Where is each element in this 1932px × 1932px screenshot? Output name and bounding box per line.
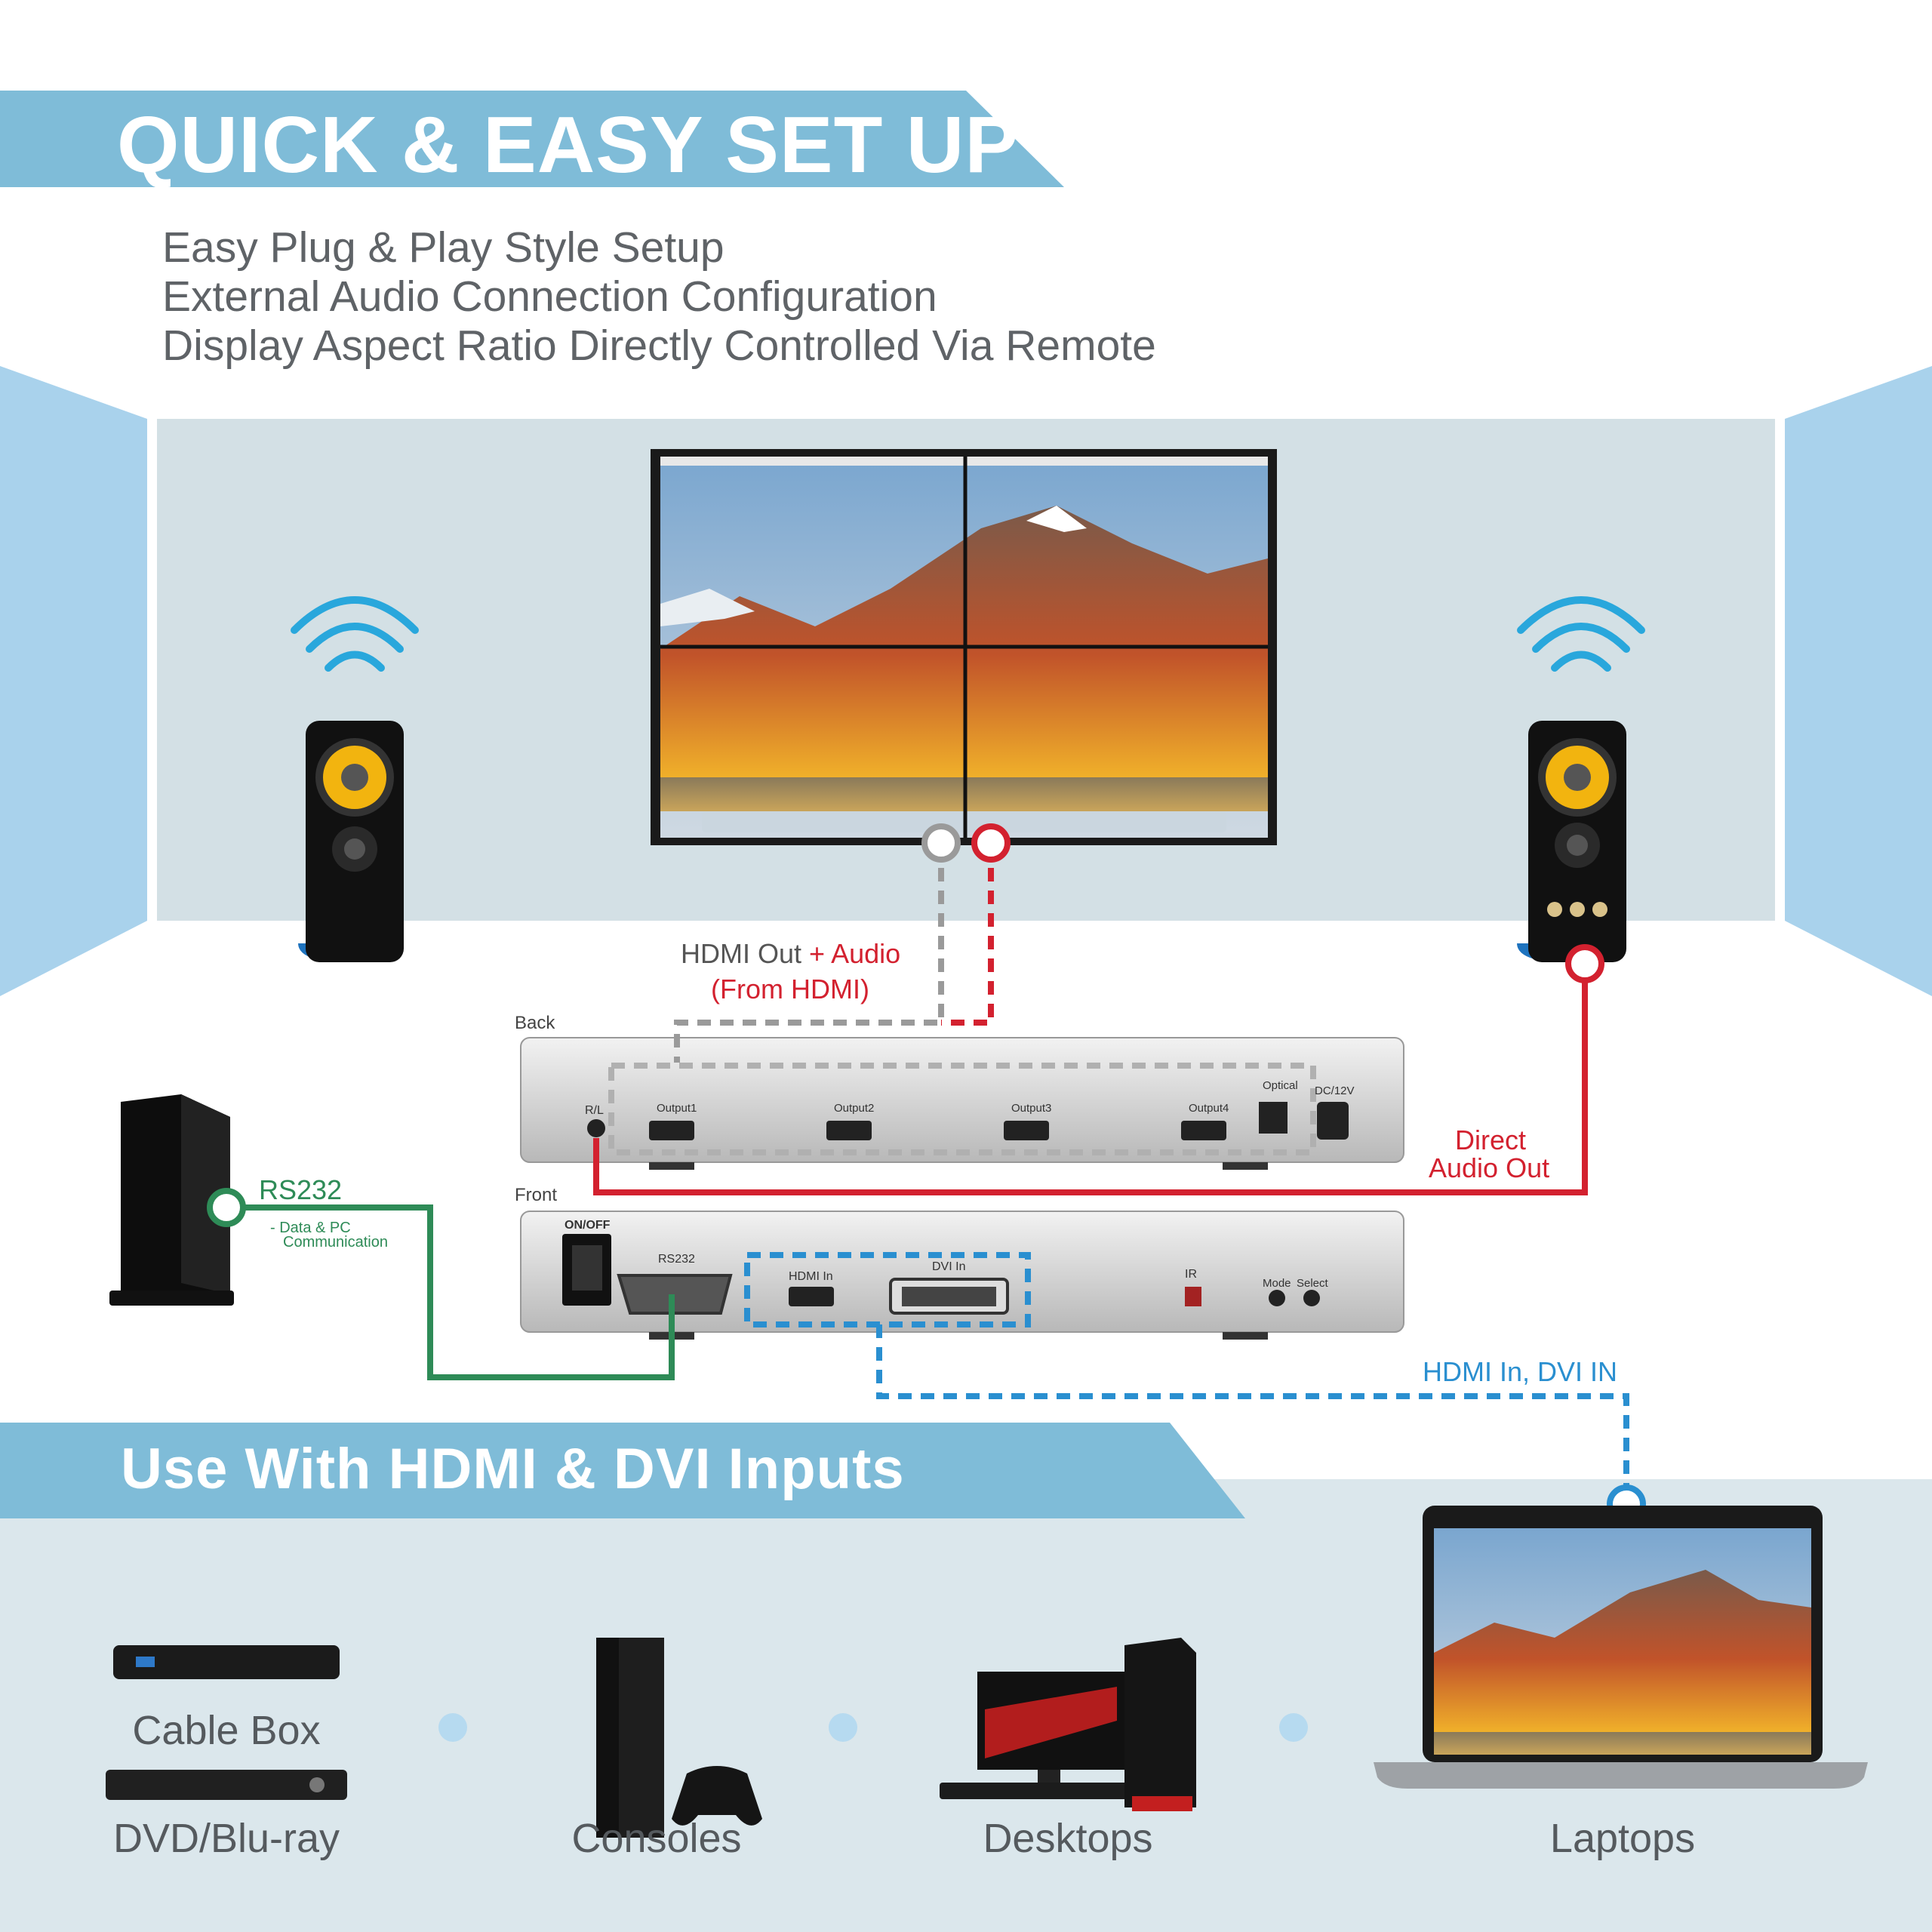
select-label: Select	[1297, 1277, 1328, 1290]
pc-tower	[109, 1094, 234, 1306]
plus-audio-label: + Audio	[809, 938, 901, 969]
category-cable-box: Cable Box	[132, 1708, 321, 1753]
direct-audio-out-label: Audio Out	[1429, 1152, 1550, 1183]
mode-label: Mode	[1263, 1277, 1291, 1290]
dvi-in-port-label: DVI In	[932, 1260, 966, 1273]
dvd-player-image	[106, 1770, 347, 1800]
optical-label: Optical	[1263, 1079, 1298, 1092]
header-banner	[0, 91, 1064, 187]
video-wall-display	[651, 449, 1277, 845]
cable-box-image	[113, 1645, 340, 1679]
back-panel	[520, 1037, 1404, 1170]
laptop-image	[1374, 1506, 1868, 1789]
category-desktops: Desktops	[983, 1816, 1153, 1861]
rs232-port-label: RS232	[658, 1253, 695, 1266]
rs232-desc-1: - Data & PC	[270, 1220, 351, 1236]
console-image	[596, 1638, 762, 1838]
back-panel-label: Back	[515, 1013, 555, 1033]
right-speaker	[1517, 721, 1626, 962]
feature-bullet: External Audio Connection Configuration	[162, 272, 937, 321]
ir-label: IR	[1185, 1268, 1197, 1281]
dc12v-label: DC/12V	[1315, 1084, 1355, 1097]
separator-dot	[1279, 1713, 1308, 1742]
front-panel-label: Front	[515, 1185, 558, 1205]
wireless-icon	[291, 596, 419, 672]
output4-label: Output4	[1189, 1102, 1229, 1115]
hdmi-in-port-label: HDMI In	[789, 1270, 833, 1283]
direct-audio-label: Direct	[1455, 1124, 1527, 1155]
rs232-desc-2: Communication	[283, 1234, 388, 1251]
category-dvd-bluray: DVD/Blu-ray	[112, 1816, 340, 1861]
left-speaker	[298, 721, 404, 962]
category-laptops: Laptops	[1549, 1816, 1696, 1861]
category-consoles: Consoles	[571, 1816, 742, 1861]
from-hdmi-label: (From HDMI)	[711, 974, 869, 1004]
output1-label: Output1	[657, 1102, 697, 1115]
on-off-label: ON/OFF	[565, 1219, 611, 1232]
wireless-icon	[1517, 596, 1645, 672]
feature-bullet: Display Aspect Ratio Directly Controlled…	[162, 321, 1156, 370]
inputs-label: HDMI In, DVI IN	[1423, 1356, 1618, 1387]
output2-label: Output2	[834, 1102, 875, 1115]
rs232-label: RS232	[259, 1174, 343, 1205]
footer-title: Use With HDMI & DVI Inputs	[121, 1437, 905, 1501]
feature-bullet: Easy Plug & Play Style Setup	[162, 223, 724, 272]
audio-jack-label: R/L	[585, 1104, 604, 1117]
output3-label: Output3	[1011, 1102, 1052, 1115]
separator-dot	[438, 1713, 467, 1742]
hdmi-out-label: HDMI Out + Audio	[681, 938, 901, 969]
desktop-computer-image	[940, 1638, 1196, 1811]
front-panel	[520, 1211, 1404, 1340]
page-title: QUICK & EASY SET UP	[117, 100, 1020, 189]
separator-dot	[829, 1713, 857, 1742]
